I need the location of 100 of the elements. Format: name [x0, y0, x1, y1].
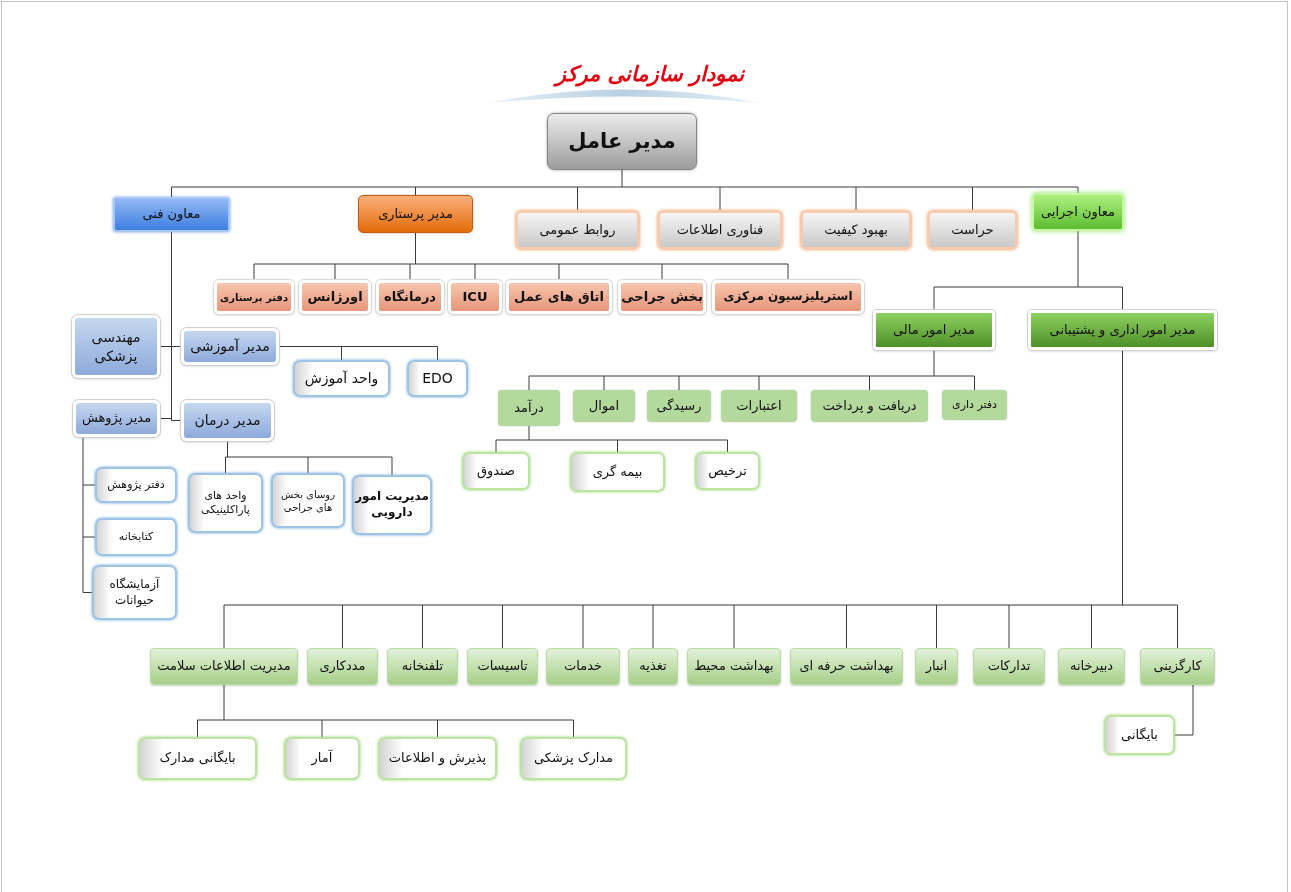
unit-box	[800, 210, 912, 250]
unit-box	[1028, 310, 1217, 350]
unit-box	[352, 475, 432, 535]
unit-name: تغذیه	[639, 658, 667, 675]
connector-line	[617, 439, 618, 453]
connector-line	[334, 263, 336, 281]
ceo-box	[547, 113, 697, 170]
unit-box	[942, 390, 1007, 420]
unit-name: بخش جراحی	[621, 288, 703, 306]
unit-name: مدیر امور اداری و پشتیبانی	[1049, 321, 1196, 339]
unit-name: استریلیزسیون مرکزی	[723, 289, 853, 305]
connector-line	[652, 604, 654, 649]
connector-line	[253, 263, 255, 281]
connector-line	[936, 604, 937, 649]
unit-box	[1058, 648, 1125, 685]
unit-name: بایگانی	[1121, 726, 1158, 744]
connector-line	[82, 536, 96, 538]
unit-name: بهداشت محیط	[694, 658, 774, 675]
unit-box	[1104, 715, 1175, 755]
unit-name: دبیرخانه	[1069, 658, 1114, 675]
unit-box	[618, 280, 706, 314]
unit-name: ترخیص	[708, 462, 747, 480]
connector-line	[197, 719, 198, 738]
unit-name: مدارک پزشکی	[533, 750, 614, 767]
unit-name: اتاق های عمل	[514, 288, 604, 306]
unit-box	[92, 565, 177, 620]
unit-name: پذیرش و اطلاعات	[388, 750, 487, 767]
connector-line	[974, 375, 975, 391]
unit-box	[150, 648, 298, 685]
unit-name: بایگانی مدارک	[159, 750, 236, 767]
diagram-title: نمودار سازمانی مرکز	[552, 62, 746, 88]
connector-line	[502, 604, 503, 649]
unit-name: درآمد	[514, 399, 544, 417]
unit-name: کارگزینی	[1153, 658, 1202, 675]
unit-name: اعتبارات	[736, 397, 782, 415]
unit-box	[1032, 193, 1124, 231]
unit-box	[873, 310, 995, 350]
unit-name: خدمات	[564, 658, 602, 675]
connector-line	[321, 719, 323, 738]
unit-name: آمار	[311, 750, 333, 767]
unit-name: تدارکات	[987, 658, 1031, 675]
unit-name: دفتر داری	[952, 397, 997, 413]
unit-name: اورژانس	[307, 288, 363, 306]
unit-box	[307, 648, 378, 685]
connector-line	[758, 375, 760, 391]
unit-name: مدیر آموزشی	[190, 337, 270, 356]
unit-box	[467, 648, 538, 685]
connector-line	[253, 232, 789, 265]
unit-name: اموال	[588, 397, 620, 415]
connector-line	[846, 604, 847, 649]
connector-line	[1008, 604, 1010, 649]
connector-line	[197, 684, 574, 721]
connector-line	[171, 186, 172, 198]
unit-box	[498, 390, 560, 426]
unit-name: روابط عمومی	[539, 221, 616, 239]
connector-line	[582, 604, 584, 649]
unit-box	[95, 518, 177, 556]
unit-name: معاون فنی	[142, 206, 201, 223]
connector-line	[82, 592, 93, 593]
unit-box	[407, 360, 468, 397]
connector-line	[159, 418, 172, 419]
unit-name: واحد های پاراکلینیکی	[200, 488, 251, 518]
unit-name: مدیریت امور دارویی	[355, 489, 429, 521]
connector-line	[1174, 684, 1194, 736]
connector-line	[972, 186, 973, 211]
unit-box	[811, 390, 928, 422]
connector-line	[869, 375, 870, 391]
connector-line	[278, 346, 438, 347]
unit-box	[721, 390, 797, 422]
unit-box	[520, 737, 627, 780]
connector-line	[422, 604, 423, 649]
connector-line	[341, 346, 342, 361]
unit-box	[573, 390, 635, 422]
unit-name: دریافت و پرداخت	[822, 397, 917, 415]
connector-line	[409, 263, 411, 281]
connector-line	[415, 186, 416, 196]
unit-name: حراست	[951, 221, 994, 239]
connector-line	[727, 439, 728, 453]
connector-line	[437, 346, 438, 361]
unit-name: روسای بخش های جراحی	[280, 487, 336, 514]
connector-line	[678, 375, 680, 391]
connector-line	[933, 286, 935, 311]
connector-line	[855, 186, 857, 211]
connector-line	[342, 604, 343, 649]
unit-box	[448, 280, 502, 314]
unit-box	[712, 280, 864, 314]
connector-line	[577, 186, 578, 211]
unit-name: مهندسی پزشکی	[90, 328, 142, 365]
unit-name: انبار	[925, 658, 948, 675]
unit-name: صندوق	[476, 462, 516, 480]
connector-line	[159, 346, 172, 347]
connector-line	[474, 263, 476, 281]
connector-line	[1177, 604, 1178, 649]
unit-box	[647, 390, 711, 422]
connector-line	[733, 604, 735, 649]
connector-line	[223, 349, 1178, 606]
unit-name: تلفنخانه	[401, 658, 444, 675]
unit-box	[188, 473, 263, 533]
connector-line	[787, 263, 789, 281]
unit-name: دفتر پرستاری	[220, 290, 289, 304]
